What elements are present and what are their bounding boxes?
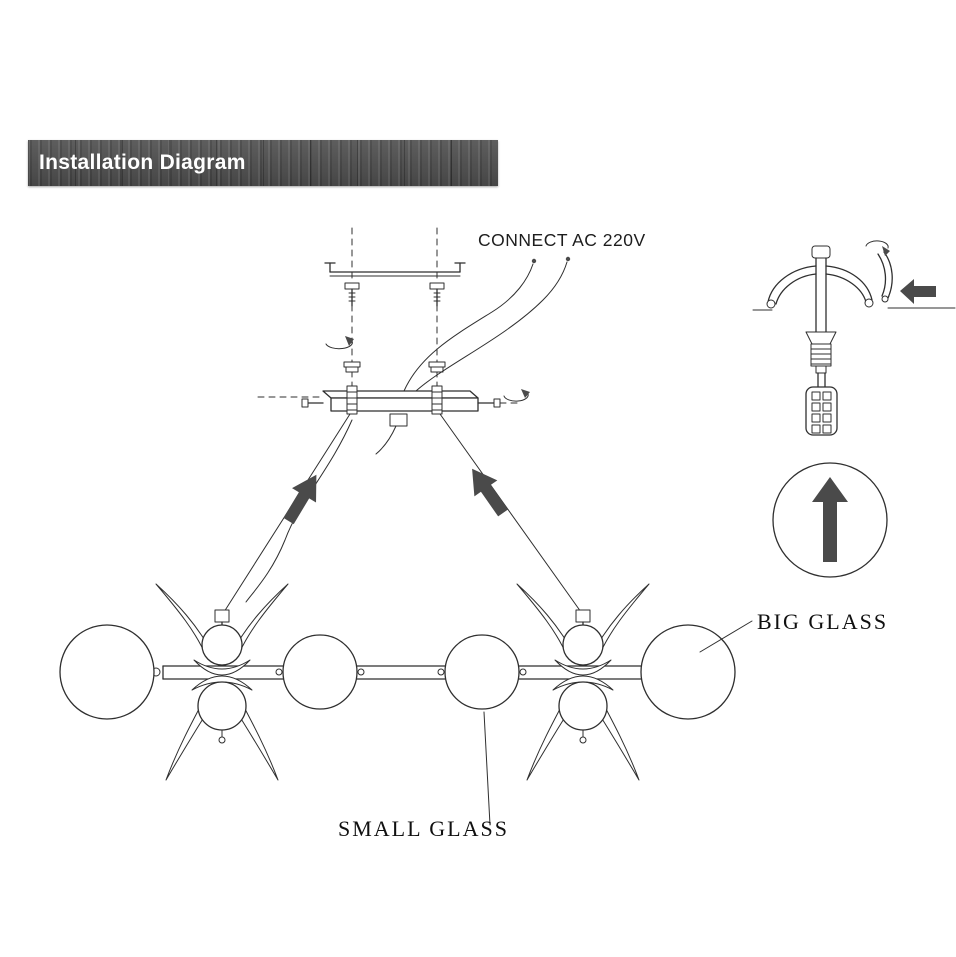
lock-nut-left <box>343 361 361 373</box>
chandelier <box>59 583 736 781</box>
ceiling-mount-assembly <box>257 227 571 455</box>
page-title: Installation Diagram <box>39 151 246 174</box>
rotate-arrow-icon <box>503 389 530 402</box>
detached-arm-piece <box>877 251 893 303</box>
lock-nut-right <box>428 361 446 373</box>
up-direction-arrow-left <box>283 474 317 525</box>
canopy-plate <box>301 385 521 455</box>
right-arm <box>825 265 874 308</box>
power-wires <box>403 256 571 392</box>
big-glass-sphere-left <box>59 624 155 720</box>
up-direction-badge <box>772 462 888 578</box>
right-lamp-cluster <box>552 609 614 744</box>
small-glass-sphere-bottom-left <box>197 681 247 731</box>
socket-detail <box>752 240 956 436</box>
up-arrow-icon <box>812 477 848 562</box>
bar-connector <box>519 668 527 676</box>
insert-direction-arrow-icon <box>900 279 936 304</box>
bar-connector <box>437 668 445 676</box>
small-glass-sphere-bottom-right <box>558 681 608 731</box>
left-lamp-cluster <box>191 609 253 744</box>
mounting-screw-right <box>429 282 445 307</box>
big-glass-pointer-line <box>699 620 753 653</box>
small-glass-sphere-top-left <box>201 624 243 666</box>
left-arm <box>766 265 817 309</box>
hanging-cables <box>223 413 582 613</box>
rotate-arrow-icon <box>325 336 354 350</box>
small-glass-label: SMALL GLASS <box>338 816 509 841</box>
title-banner: Installation Diagram <box>28 140 498 186</box>
small-glass-pointer-line <box>483 711 491 826</box>
small-glass-sphere-top-right <box>562 624 604 666</box>
hanger-bracket <box>324 262 466 277</box>
small-glass-sphere-mid-right <box>444 634 520 710</box>
bar-connector <box>275 668 283 676</box>
connect-ac-label: CONNECT AC 220V <box>478 230 646 250</box>
up-direction-arrow-right <box>472 468 508 517</box>
g9-bulb <box>805 386 838 436</box>
bar-connector <box>357 668 365 676</box>
rotate-arrow-icon <box>865 240 890 256</box>
big-glass-label: BIG GLASS <box>757 609 888 634</box>
big-glass-sphere-right <box>640 624 736 720</box>
mounting-screw-left <box>344 282 360 307</box>
small-glass-sphere-mid-left <box>282 634 358 710</box>
